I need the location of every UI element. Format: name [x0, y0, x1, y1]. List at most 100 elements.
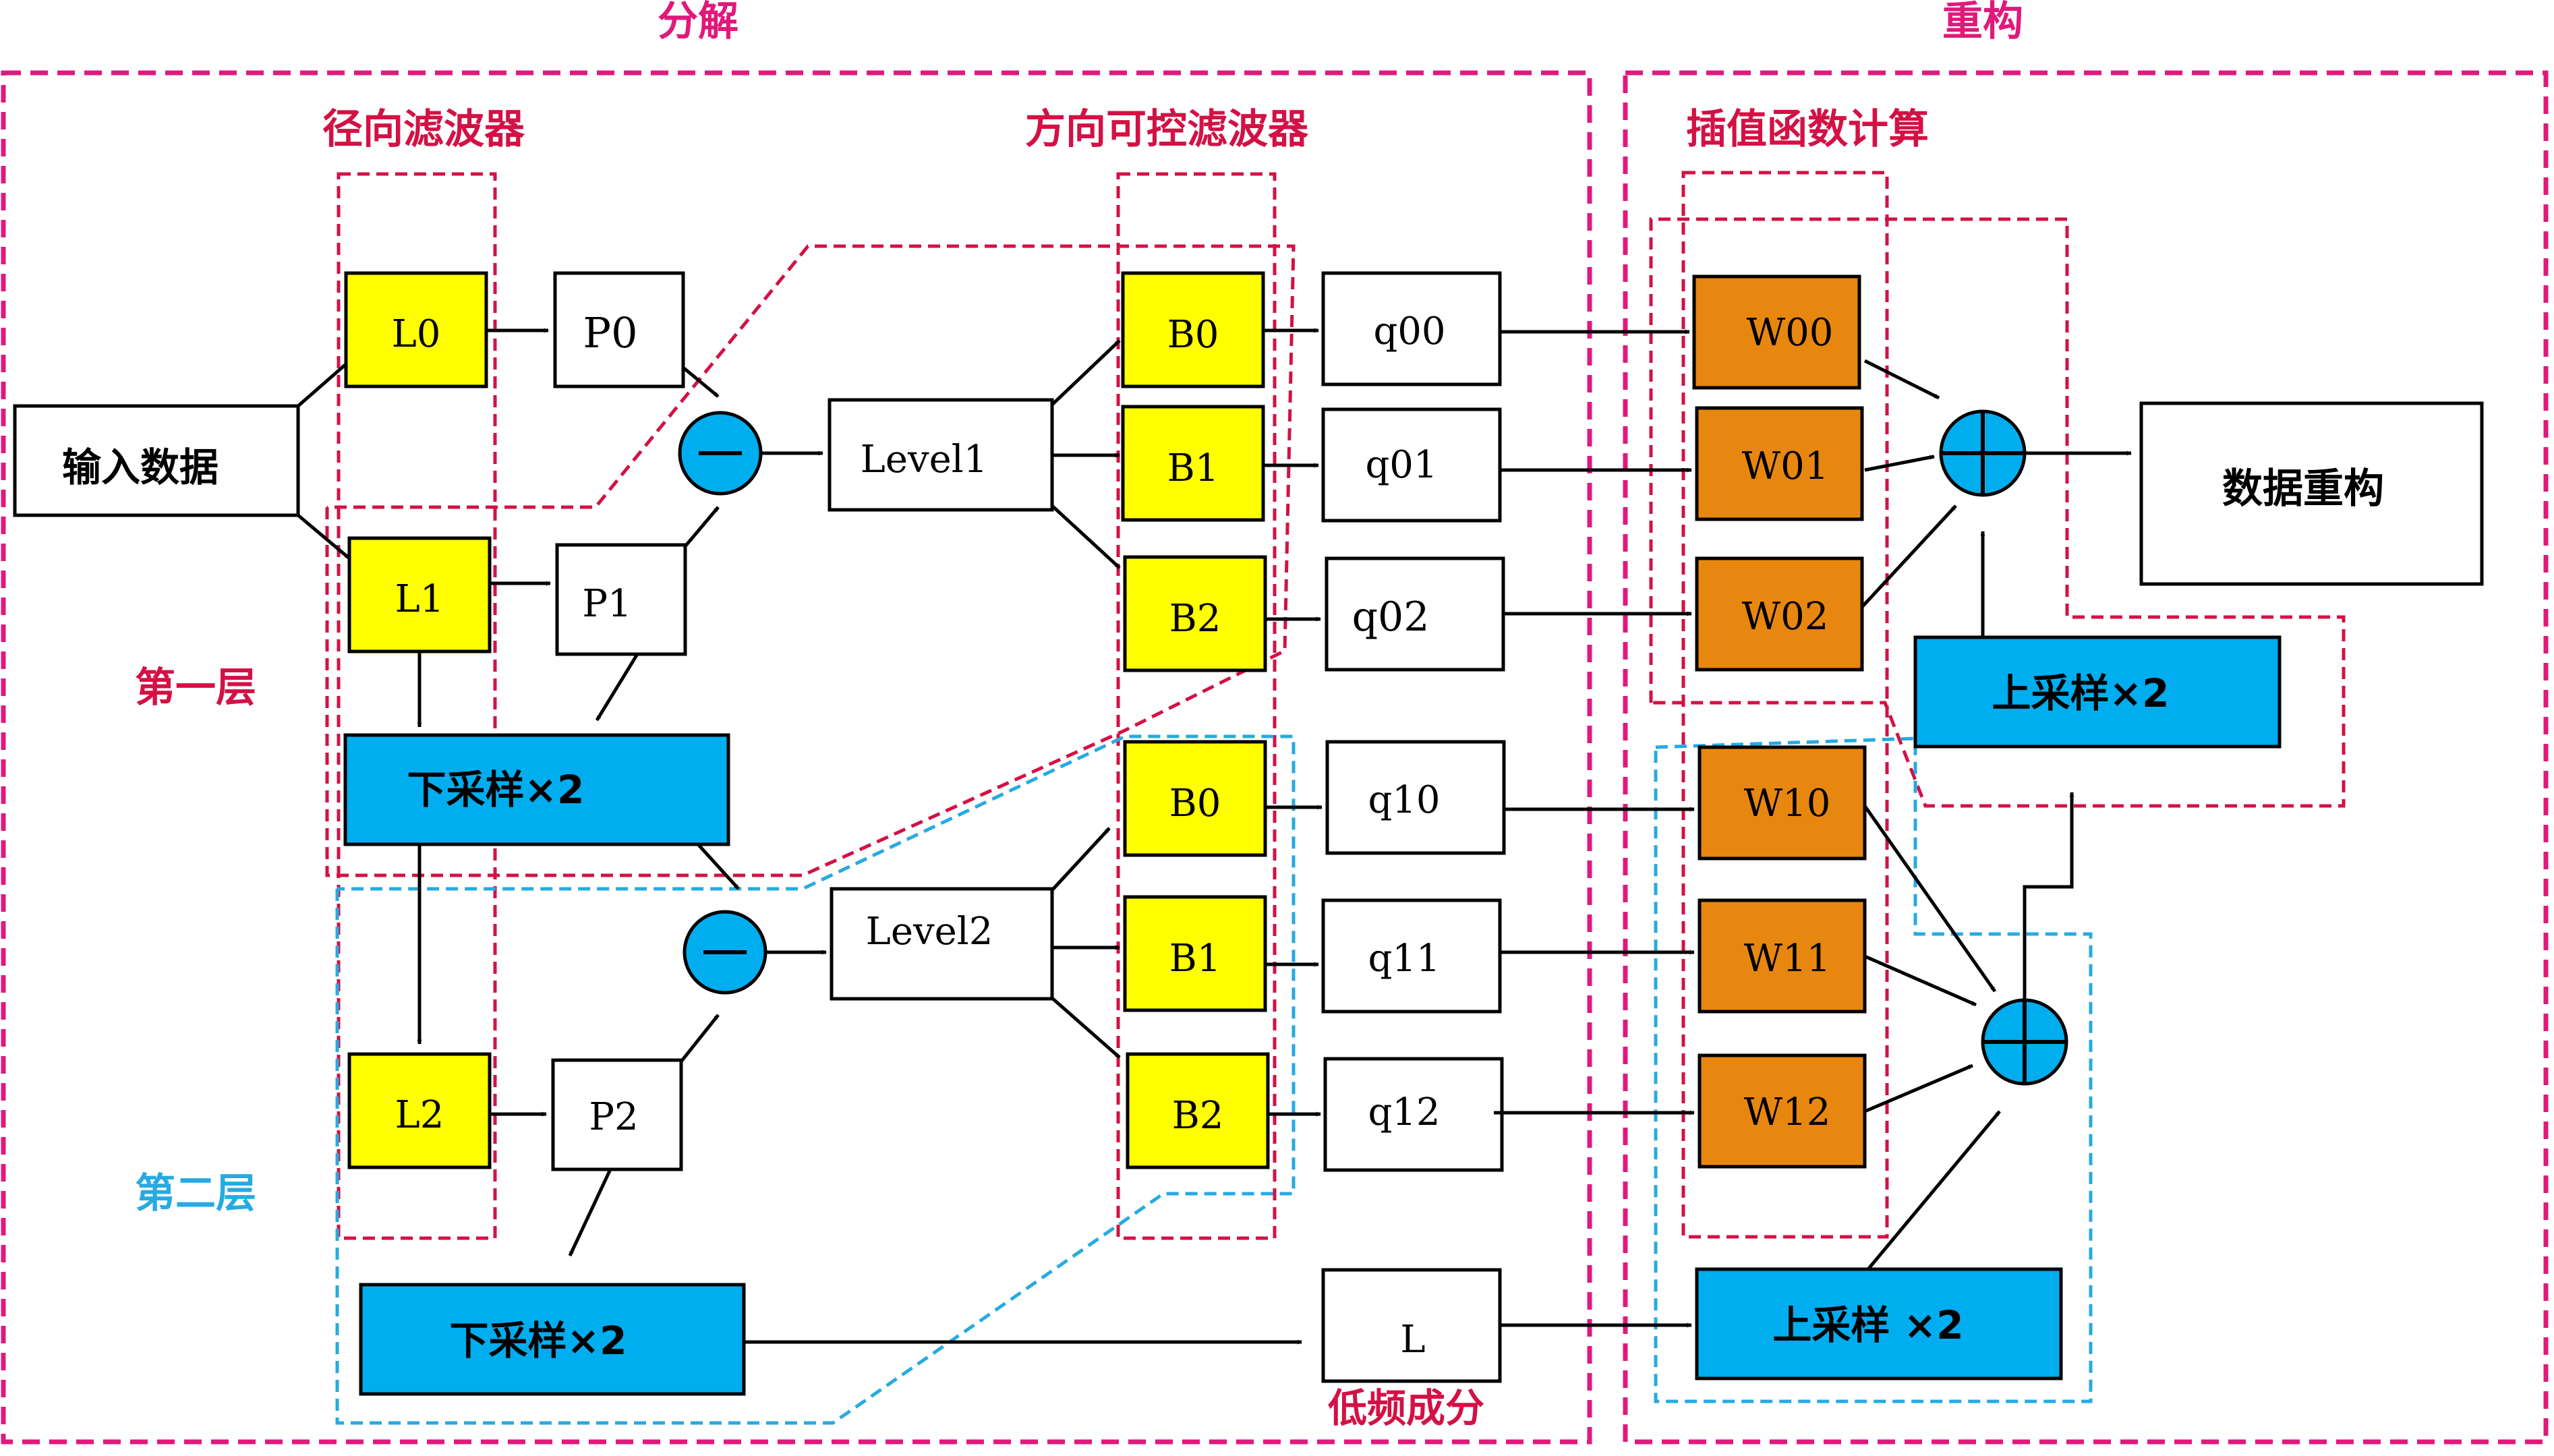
W01-label: W01	[1742, 444, 1829, 488]
q00-label: q00	[1373, 310, 1445, 353]
arrow-input-L1	[297, 514, 351, 560]
upsample-2-label: 上采样 ×2	[1772, 1302, 1963, 1348]
layer2-label: 第二层	[135, 1170, 256, 1217]
decompose-frame	[1, 70, 1592, 1445]
W10-label: W10	[1744, 782, 1831, 825]
q02-label: q02	[1352, 593, 1430, 641]
steerable-filter-title: 方向可控滤波器	[1025, 106, 1309, 153]
layer1-recon-outline	[1649, 217, 2346, 808]
P0-label: P0	[583, 308, 637, 357]
q11-box	[1321, 898, 1502, 1014]
W00-label: W00	[1747, 311, 1834, 355]
lowfreq-caption: 低频成分	[1328, 1385, 1484, 1431]
filter-B1-layer2-label: B1	[1169, 937, 1221, 981]
downsample-2	[359, 1283, 746, 1396]
arrow-P2-down2	[568, 1168, 612, 1257]
lowfreq-L-label: L	[1400, 1318, 1425, 1362]
layer1-label: 第一层	[135, 664, 256, 711]
output-box	[2139, 401, 2484, 586]
arrow-up2-sum2	[1867, 1110, 2001, 1271]
section-reconstruct-label: 重构	[1942, 0, 2023, 45]
W10-box	[1697, 745, 1867, 861]
filter-L0-label: L0	[392, 312, 441, 356]
level2-box	[830, 887, 1054, 1001]
P2-box	[551, 1058, 683, 1171]
upsample-1	[1913, 635, 2282, 749]
W12-box	[1697, 1053, 1867, 1169]
W00-box	[1692, 274, 1861, 390]
arrow-W10-sum2	[1863, 805, 1997, 993]
filter-B1-layer2	[1123, 895, 1267, 1012]
arrow-P2-sub2	[680, 1014, 720, 1063]
arrow-level2-B2	[1051, 997, 1121, 1059]
reconstruct-frame	[1623, 70, 2549, 1445]
filter-B2-layer2-label: B2	[1172, 1094, 1224, 1138]
arrow-level1-B2	[1051, 504, 1121, 569]
arrow-W12-sum2	[1864, 1064, 1973, 1113]
W11-box	[1697, 898, 1867, 1014]
W12-label: W12	[1744, 1090, 1831, 1134]
q12-label: q12	[1368, 1090, 1440, 1134]
lowfreq-box	[1321, 1268, 1502, 1383]
arrow-W11-sum2	[1864, 954, 1977, 1007]
arrow-P0-sub1	[682, 366, 720, 398]
q01-box	[1321, 407, 1502, 523]
downsample-2-label: 下采样×2	[450, 1318, 627, 1364]
arrow-level2-B0	[1051, 827, 1111, 892]
layer2-recon-outline	[1654, 736, 2093, 1403]
layer2-outline	[335, 734, 1296, 1425]
downsample-1	[343, 733, 730, 846]
arrow-sum2-up1	[2023, 792, 2074, 1000]
filter-B0-layer2	[1123, 740, 1267, 857]
downsample-1-label: 下采样×2	[407, 767, 585, 813]
arrow-W01-sum1	[1864, 455, 1935, 472]
q10-label: q10	[1368, 778, 1440, 822]
input-label: 输入数据	[62, 444, 219, 490]
filter-B1-layer1-label: B1	[1167, 446, 1219, 490]
level1-box	[828, 398, 1054, 512]
radial-filter-group	[337, 172, 497, 1240]
section-decompose-label: 分解	[658, 0, 738, 45]
filter-B1-layer1	[1121, 405, 1265, 522]
q10-box	[1325, 740, 1506, 855]
q00-box	[1321, 271, 1502, 386]
interp-title: 插值函数计算	[1686, 106, 1929, 153]
arrow-W00-sum1	[1863, 359, 1940, 400]
steerable-filter-group	[1116, 172, 1277, 1240]
filter-L1-label: L1	[395, 577, 444, 621]
level1-label: Level1	[861, 438, 988, 482]
W02-label: W02	[1742, 595, 1829, 639]
interp-group	[1681, 171, 1889, 1239]
arrow-input-L0	[297, 363, 347, 407]
P0-box	[553, 271, 685, 388]
arrow-down1-sub2	[697, 843, 740, 890]
P2-label: P2	[589, 1095, 638, 1139]
arrow-P1-sub1	[684, 506, 720, 548]
filter-B0-layer1	[1121, 271, 1265, 388]
arrow-P1-down1	[595, 653, 639, 722]
radial-filter-title: 径向滤波器	[322, 106, 525, 153]
filter-L2-label: L2	[395, 1093, 444, 1137]
level2-label: Level2	[866, 910, 993, 954]
arrow-W02-sum1	[1861, 504, 1957, 608]
W11-label: W11	[1744, 937, 1831, 981]
W01-box	[1695, 406, 1864, 521]
filter-B2-layer1	[1123, 555, 1267, 672]
filter-B2-layer2	[1126, 1052, 1270, 1169]
filter-L0	[344, 271, 488, 388]
filter-L2	[347, 1052, 492, 1169]
filter-B0-layer1-label: B0	[1167, 313, 1219, 357]
filter-B0-layer2-label: B0	[1169, 782, 1221, 825]
filter-B2-layer1-label: B2	[1169, 597, 1221, 641]
q01-label: q01	[1365, 443, 1437, 487]
connection-arrows	[297, 328, 2132, 1345]
upsample-2	[1695, 1267, 2063, 1380]
arrow-level1-B0	[1051, 339, 1121, 406]
P1-label: P1	[582, 582, 631, 626]
q11-label: q11	[1368, 937, 1440, 981]
filter-L1	[347, 536, 492, 653]
output-label: 数据重构	[2222, 465, 2384, 513]
W02-box	[1695, 556, 1864, 672]
upsample-1-label: 上采样×2	[1992, 670, 2170, 716]
P1-box	[555, 543, 687, 656]
